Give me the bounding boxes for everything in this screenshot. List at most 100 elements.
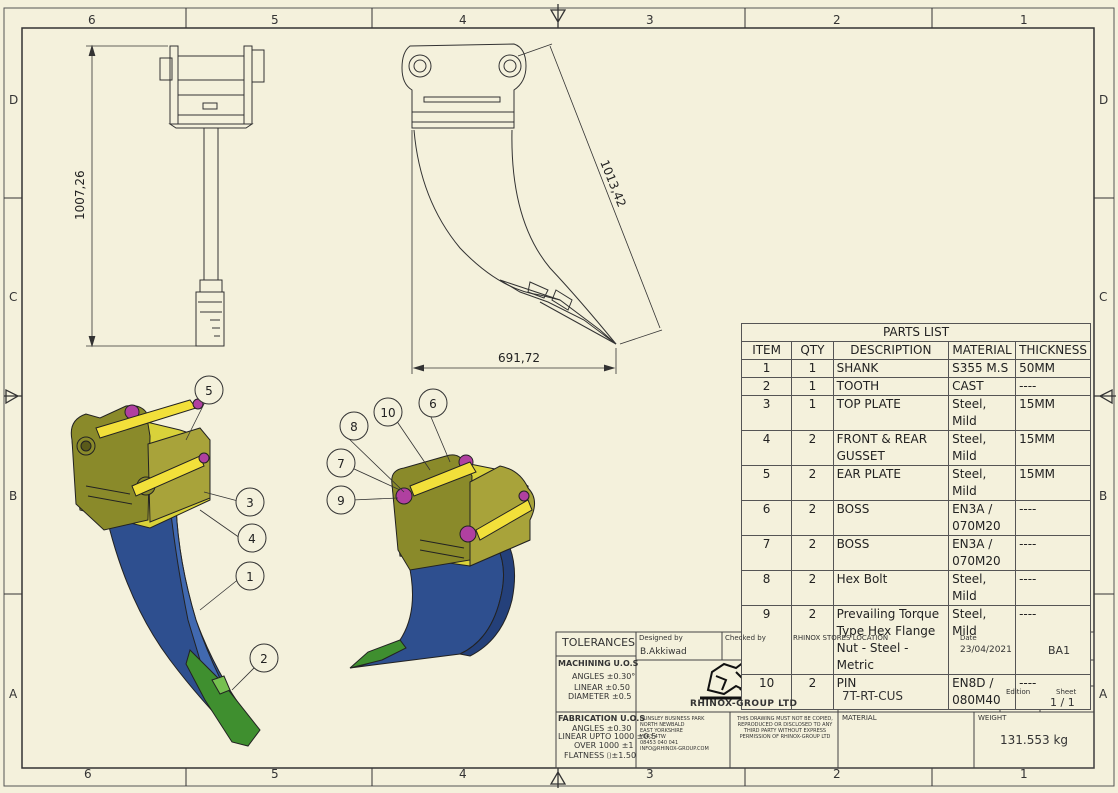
location-label: RHINOX STORES LOCATION [793, 634, 889, 642]
parts-cell-desc: TOOTH [832, 377, 950, 396]
weight-label: WEIGHT [978, 714, 1007, 722]
parts-cell-desc: TOP PLATE [832, 395, 950, 431]
fabrication-line: LINEAR UPTO 1000 ±0.5 [558, 732, 657, 741]
sheet-value: 1 / 1 [1050, 696, 1075, 709]
col-label: 3 [646, 767, 654, 781]
parts-cell-item: 3 [740, 395, 793, 431]
parts-cell-item: 7 [740, 535, 793, 571]
checked-by-label: Checked by [725, 634, 766, 642]
row-label: B [1099, 489, 1107, 503]
col-label: 1 [1020, 13, 1028, 27]
parts-cell-qty: 2 [791, 605, 834, 675]
balloon-circles [194, 375, 448, 673]
parts-cell-material: Steel, Mild [948, 395, 1017, 431]
parts-cell-thickness: 15MM [1015, 430, 1091, 466]
iso-view-right [349, 454, 535, 669]
height-dimension [86, 44, 196, 348]
weight-value: 131.553 kg [1000, 733, 1069, 747]
row-label: A [1099, 687, 1108, 701]
fabrication-line: ANGLES ±0.30 [572, 724, 632, 733]
row-label: B [9, 489, 17, 503]
sheet-label: Sheet [1056, 688, 1077, 696]
designed-by-value: B.Akkiwad [640, 647, 687, 657]
parts-list-table: PARTS LIST ITEM QTY DESCRIPTION MATERIAL… [740, 323, 1091, 710]
parts-cell-qty: 1 [791, 359, 834, 378]
parts-cell-item: 6 [740, 500, 793, 536]
parts-cell-qty: 2 [791, 430, 834, 466]
balloon-label: 10 [380, 406, 395, 420]
dim-height-label: 1007,26 [73, 170, 87, 220]
balloon-label: 2 [260, 652, 268, 666]
dim-width-label: 691,72 [498, 351, 540, 365]
date-value: 23/04/2021 [960, 645, 1012, 655]
parts-cell-desc: EAR PLATE [832, 465, 950, 501]
col-label: 3 [646, 13, 654, 27]
designed-by-label: Designed by [639, 634, 683, 642]
parts-cell-item: 4 [740, 430, 793, 466]
company-name: RHINOX-GROUP LTD [690, 699, 798, 709]
parts-cell-qty: 1 [791, 395, 834, 431]
parts-cell-item: 8 [740, 570, 793, 606]
parts-cell-desc: FRONT & REAR GUSSET [832, 430, 950, 466]
machining-line: ANGLES ±0.30° [572, 672, 636, 681]
parts-cell-desc: BOSS [832, 500, 950, 536]
parts-cell-thickness: 50MM [1015, 359, 1091, 378]
parts-cell-thickness: ---- [1015, 535, 1091, 571]
machining-line: LINEAR ±0.50 [574, 683, 630, 692]
parts-cell-material: EN3A / 070M20 [948, 500, 1017, 536]
balloon-label: 9 [337, 494, 345, 508]
balloon-label: 8 [350, 420, 358, 434]
parts-cell-thickness: ---- [1015, 674, 1091, 710]
dim-shank-label: 1013,42 [597, 158, 629, 209]
parts-cell-qty: 2 [791, 465, 834, 501]
balloon-label: 1 [246, 570, 254, 584]
part-number: 7T-RT-CUS [842, 689, 903, 703]
parts-cell-material: Steel, Mild [948, 430, 1017, 466]
machining-label: MACHINING U.O.S [558, 659, 639, 668]
machining-line: DIAMETER ±0.5 [568, 692, 632, 701]
sheet-size: BA1 [1048, 644, 1071, 657]
front-view [401, 43, 617, 345]
edition-label: Edition [1006, 688, 1031, 696]
parts-cell-thickness: ---- [1015, 500, 1091, 536]
row-label: C [9, 290, 17, 304]
parts-cell-thickness: ---- [1015, 605, 1091, 675]
iso-view-left [70, 398, 261, 747]
col-header-description: DESCRIPTION [832, 341, 950, 360]
row-label: A [9, 687, 18, 701]
leader-lines [185, 399, 451, 691]
col-label: 6 [88, 13, 96, 27]
parts-cell-qty: 2 [791, 674, 834, 710]
material-label: MATERIAL [842, 714, 877, 722]
parts-cell-material: Steel, Mild [948, 605, 1017, 675]
row-label: D [9, 93, 18, 107]
parts-cell-desc: PIN [832, 674, 950, 710]
balloon-label: 5 [205, 384, 213, 398]
parts-cell-qty: 2 [791, 535, 834, 571]
tolerances-label: TOLERANCES [562, 636, 636, 649]
parts-cell-thickness: 15MM [1015, 395, 1091, 431]
parts-list-title: PARTS LIST [741, 323, 1091, 342]
parts-cell-qty: 1 [791, 377, 834, 396]
front-dimensions [411, 43, 663, 374]
col-label: 2 [833, 767, 841, 781]
parts-cell-material: CAST [948, 377, 1017, 396]
parts-cell-desc: Prevailing Torque Type Hex Flange Nut - … [832, 605, 950, 675]
col-header-thickness: THICKNESS [1015, 341, 1091, 360]
col-header-qty: QTY [791, 341, 834, 360]
outer-frame [3, 7, 1115, 787]
row-label: D [1099, 93, 1108, 107]
col-label: 5 [271, 767, 279, 781]
parts-cell-item: 2 [740, 377, 793, 396]
parts-cell-material: Steel, Mild [948, 570, 1017, 606]
parts-cell-material: Steel, Mild [948, 465, 1017, 501]
row-label: C [1099, 290, 1107, 304]
